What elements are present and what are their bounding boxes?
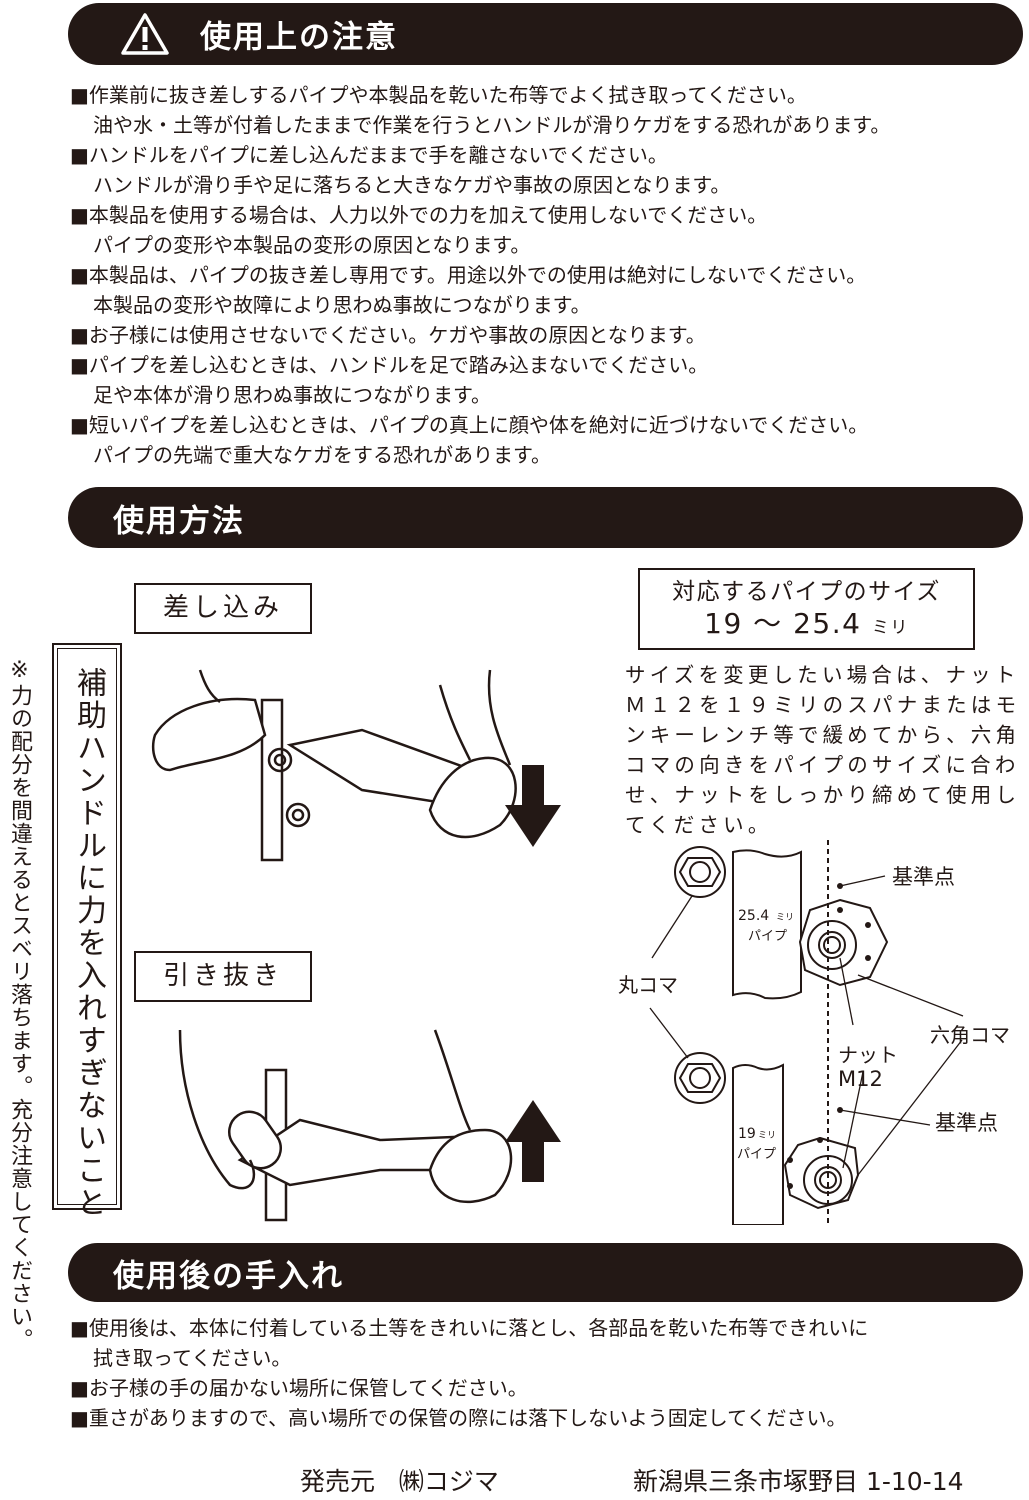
adjustment-diagram: 25.4 ミリ パイプ 19 ミリ パイプ 基準点 基準点 丸コマ 六角コマ ナ… <box>618 840 1010 1225</box>
list-item: ■パイプを差し込むときは、ハンドルを足で踏み込まないでください。足や本体が滑り思… <box>70 350 890 410</box>
care-list: ■使用後は、本体に付着している土等をきれいに落とし、各部品を乾いた布等できれいに… <box>70 1313 868 1433</box>
pipe-size-unit: ミリ <box>871 618 909 638</box>
company-name: ㈱コジマ <box>398 1467 499 1496</box>
bullet-icon: ■ <box>70 1406 89 1430</box>
item-detail: 足や本体が滑り思わぬ事故につながります。 <box>93 383 491 407</box>
bullet-icon: ■ <box>70 323 89 347</box>
instruction-line: せ、ナットをしっかり締めて使用し <box>625 783 1021 807</box>
instruction-line: コマの向きをパイプのサイズに合わ <box>625 753 1020 777</box>
instruction-line: サイズを変更したい場合は、ナット <box>625 663 1020 687</box>
caution-title: 使用上の注意 <box>200 19 398 56</box>
item-text: ■短いパイプを差し込むときは、パイプの真上に顔や体を絶対に近づけないでください。 <box>70 410 890 440</box>
list-item: ■使用後は、本体に付着している土等をきれいに落とし、各部品を乾いた布等できれいに… <box>70 1313 868 1373</box>
caution-header: 使用上の注意 <box>68 3 1023 65</box>
seller: 発売元 ㈱コジマ <box>300 1462 499 1498</box>
instruction-line: Ｍ１２を１９ミリのスパナまたはモ <box>625 693 1021 717</box>
usage-header: 使用方法 <box>68 487 1023 548</box>
pull-illustration <box>178 1029 513 1222</box>
item-text: ■本製品は、パイプの抜き差し専用です。用途以外での使用は絶対にしないでください。 <box>70 260 890 290</box>
bullet-icon: ■ <box>70 413 89 437</box>
item-text-content: 本製品は、パイプの抜き差し専用です。用途以外での使用は絶対にしないでください。 <box>88 263 867 287</box>
nut-size-label: M12 <box>838 1067 883 1091</box>
list-item: ■作業前に抜き差しするパイプや本製品を乾いた布等でよく拭き取ってください。油や水… <box>70 80 890 140</box>
item-text-content: お子様の手の届かない場所に保管してください。 <box>88 1376 528 1400</box>
bullet-icon: ■ <box>70 143 89 167</box>
item-detail: ハンドルが滑り手や足に落ちると大きなケガや事故の原因となります。 <box>93 173 731 197</box>
bullet-icon: ■ <box>70 203 89 227</box>
item-text-content: お子様には使用させないでください。ケガや事故の原因となります。 <box>88 323 706 347</box>
boxed-note: 補助ハンドルに力を入れすぎないこと <box>71 667 106 1220</box>
item-text: ■パイプを差し込むときは、ハンドルを足で踏み込まないでください。 <box>70 350 890 380</box>
list-item: ■重さがありますので、高い場所での保管の際には落下しないよう固定してください。 <box>70 1403 868 1433</box>
item-text-content: 本製品を使用する場合は、人力以外での力を加えて使用しないでください。 <box>88 203 768 227</box>
caution-list: ■作業前に抜き差しするパイプや本製品を乾いた布等でよく拭き取ってください。油や水… <box>70 80 890 470</box>
nut-label: ナット <box>838 1043 898 1067</box>
pipe-25-unit: ミリ <box>776 913 794 923</box>
list-item: ■ハンドルをパイプに差し込んだままで手を離さないでください。ハンドルが滑り手や足… <box>70 140 890 200</box>
pipe-25-size: 25.4 <box>738 908 769 924</box>
item-text: ■お子様の手の届かない場所に保管してください。 <box>70 1373 868 1403</box>
item-text: ■重さがありますので、高い場所での保管の際には落下しないよう固定してください。 <box>70 1403 868 1433</box>
pull-label: 引き抜き <box>134 951 312 1002</box>
care-header: 使用後の手入れ <box>68 1243 1023 1302</box>
pipe-19-size: 19 <box>738 1126 756 1142</box>
item-detail: パイプの先端で重大なケガをする恐れがあります。 <box>93 443 551 467</box>
list-item: ■お子様の手の届かない場所に保管してください。 <box>70 1373 868 1403</box>
arrow-down-icon <box>505 765 561 847</box>
bullet-icon: ■ <box>70 83 89 107</box>
pipe-19-label: パイプ <box>737 1147 776 1162</box>
bullet-icon: ■ <box>70 353 89 377</box>
item-text-content: 使用後は、本体に付着している土等をきれいに落とし、各部品を乾いた布等できれいに <box>88 1316 869 1340</box>
bullet-icon: ■ <box>70 1316 89 1340</box>
item-text: ■ハンドルをパイプに差し込んだままで手を離さないでください。 <box>70 140 890 170</box>
care-title: 使用後の手入れ <box>113 1258 344 1294</box>
pipe-19-unit: ミリ <box>758 1131 776 1141</box>
arrow-up-icon <box>505 1100 561 1182</box>
item-text: ■お子様には使用させないでください。ケガや事故の原因となります。 <box>70 320 890 350</box>
boxed-note-frame: 補助ハンドルに力を入れすぎないこと <box>52 643 122 1220</box>
item-text-content: パイプを差し込むときは、ハンドルを足で踏み込まないでください。 <box>88 353 709 377</box>
item-detail: 拭き取ってください。 <box>93 1346 292 1370</box>
item-text-content: 重さがありますので、高い場所での保管の際には落下しないよう固定してください。 <box>88 1406 847 1430</box>
side-note: ※力の配分を間違えるとスベリ落ちます。充分注意してください。 <box>7 658 32 1351</box>
list-item: ■お子様には使用させないでください。ケガや事故の原因となります。 <box>70 320 890 350</box>
reference-point-label-2: 基準点 <box>935 1111 998 1135</box>
list-item: ■本製品を使用する場合は、人力以外での力を加えて使用しないでください。パイプの変… <box>70 200 890 260</box>
list-item: ■短いパイプを差し込むときは、パイプの真上に顔や体を絶対に近づけないでください。… <box>70 410 890 470</box>
size-change-instructions: サイズを変更したい場合は、ナット Ｍ１２を１９ミリのスパナまたはモンキーレンチ等で… <box>625 660 1021 840</box>
item-text-content: ハンドルをパイプに差し込んだままで手を離さないでください。 <box>88 143 668 167</box>
item-detail: 本製品の変形や故障により思わぬ事故につながります。 <box>93 293 591 317</box>
item-text: ■本製品を使用する場合は、人力以外での力を加えて使用しないでください。 <box>70 200 890 230</box>
item-text: ■使用後は、本体に付着している土等をきれいに落とし、各部品を乾いた布等できれいに <box>70 1313 868 1343</box>
item-text-content: 作業前に抜き差しするパイプや本製品を乾いた布等でよく拭き取ってください。 <box>88 83 807 107</box>
usage-title: 使用方法 <box>113 503 245 539</box>
warning-triangle-icon <box>121 13 169 55</box>
bullet-icon: ■ <box>70 263 89 287</box>
address: 新潟県三条市塚野目 1-10-14 <box>633 1467 964 1496</box>
pipe-size-heading: 対応するパイプのサイズ <box>672 579 941 605</box>
seller-label: 発売元 <box>300 1467 376 1496</box>
bullet-icon: ■ <box>70 1376 89 1400</box>
item-text-content: 短いパイプを差し込むときは、パイプの真上に顔や体を絶対に近づけないでください。 <box>88 413 869 437</box>
instruction-line: てください。 <box>625 813 773 837</box>
insert-illustration <box>151 669 517 862</box>
instruction-line: ンキーレンチ等で緩めてから、六角 <box>625 723 1021 747</box>
hex-piece-label: 六角コマ <box>930 1023 1010 1047</box>
list-item: ■本製品は、パイプの抜き差し専用です。用途以外での使用は絶対にしないでください。… <box>70 260 890 320</box>
round-piece-label: 丸コマ <box>618 973 678 997</box>
pipe-size-range: 19 ～ 25.4 <box>704 607 862 640</box>
item-detail: 油や水・土等が付着したままで作業を行うとハンドルが滑りケガをする恐れがあります。 <box>93 113 891 137</box>
reference-point-label: 基準点 <box>892 865 955 889</box>
item-detail: パイプの変形や本製品の変形の原因となります。 <box>93 233 531 257</box>
item-text: ■作業前に抜き差しするパイプや本製品を乾いた布等でよく拭き取ってください。 <box>70 80 890 110</box>
pipe-size-box: 対応するパイプのサイズ 19 ～ 25.4 ミリ <box>638 568 975 650</box>
insert-label: 差し込み <box>134 583 312 634</box>
pipe-25-label: パイプ <box>748 929 787 944</box>
